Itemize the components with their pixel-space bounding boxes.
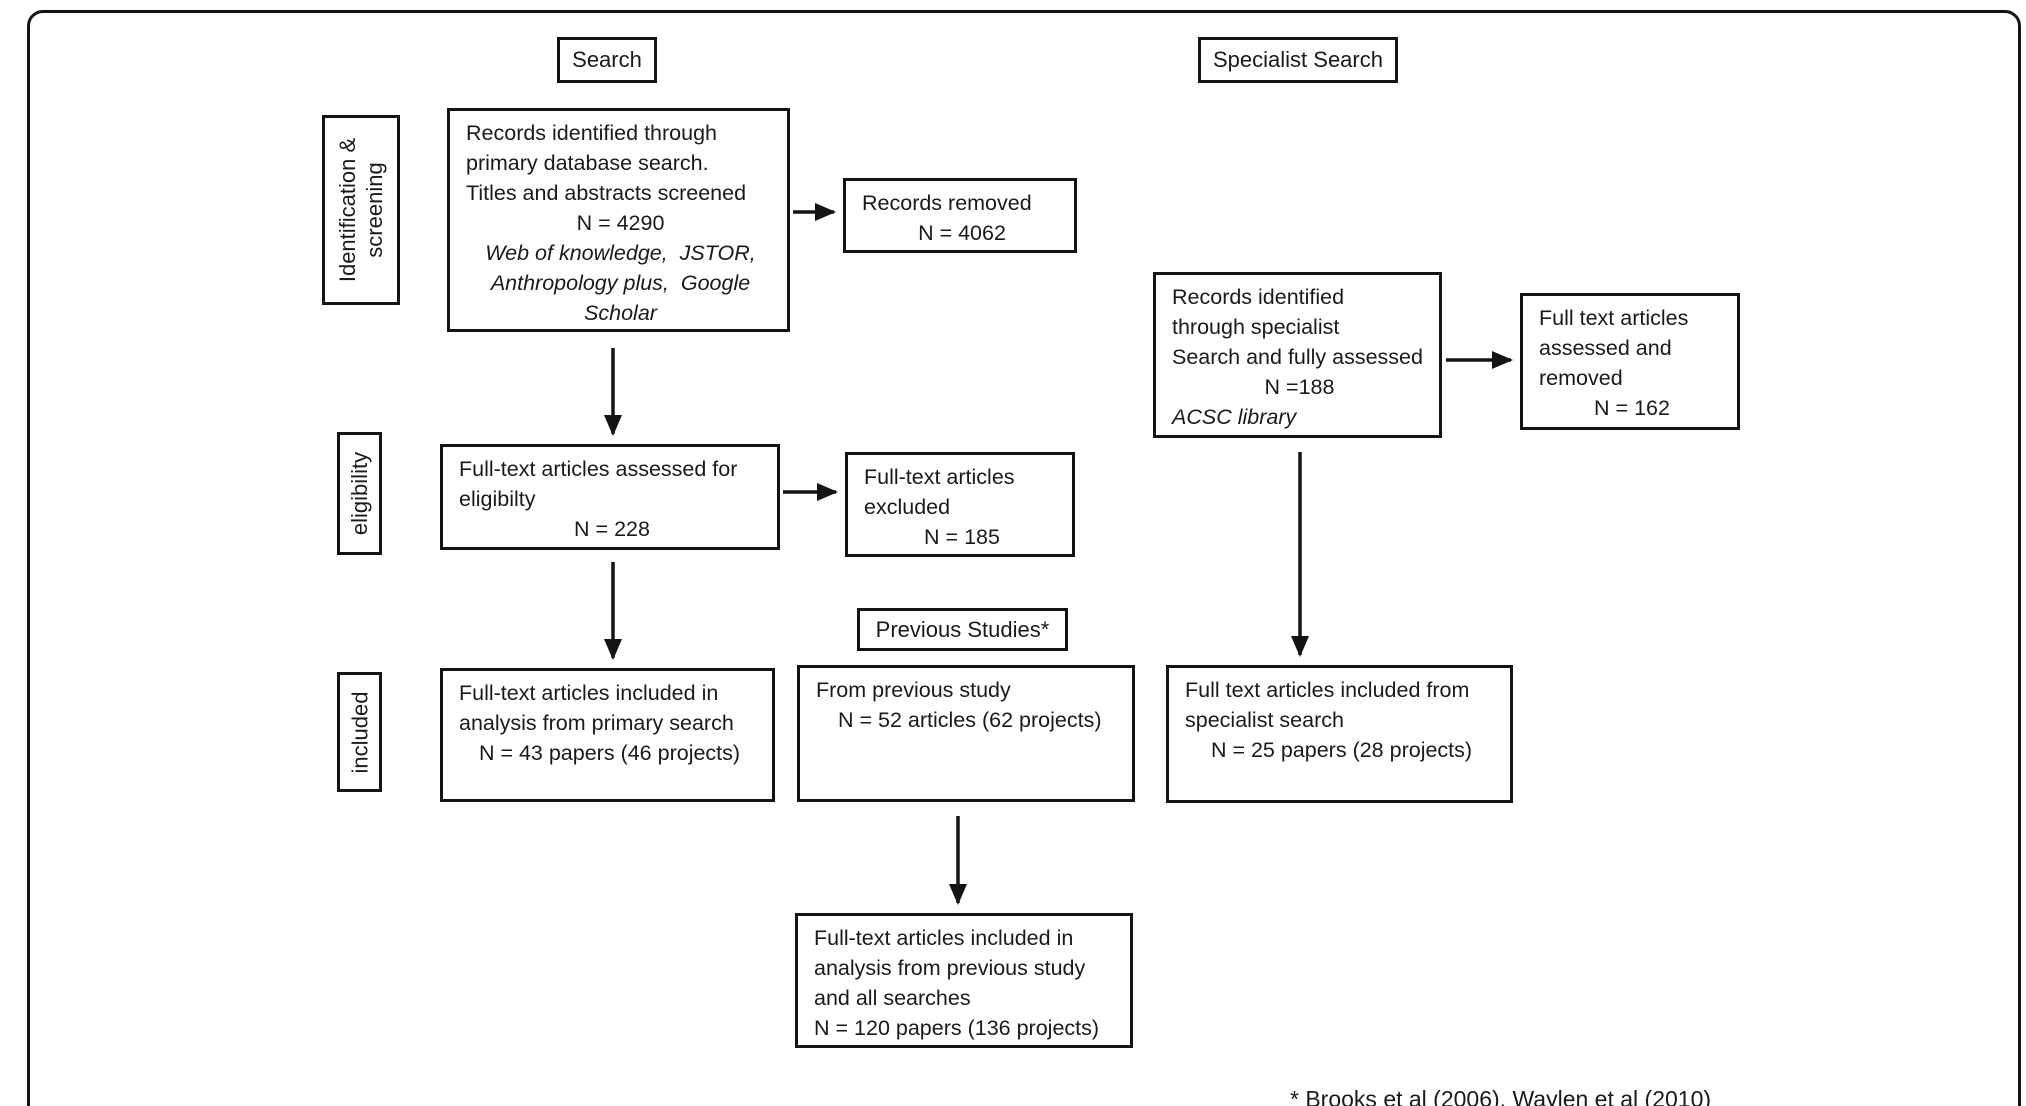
box-primary-records-sources: Anthropology plus, Google [490, 271, 751, 295]
box-specialist-records-source: ACSC library [1172, 405, 1297, 429]
box-final-included-line: Full-text articles included in [814, 926, 1074, 950]
box-specialist-included-line: Full text articles included from [1185, 678, 1470, 702]
box-specialist-included: Full text articles included from special… [1166, 665, 1513, 803]
box-specialist-records-line: through specialist [1172, 315, 1340, 339]
box-specialist-included-count: N = 25 papers (28 projects) [1210, 738, 1473, 762]
box-specialist-records-count: N =188 [1264, 375, 1335, 399]
column-header-specialist-search: Specialist Search [1198, 37, 1398, 83]
box-primary-records: Records identified through primary datab… [447, 108, 790, 332]
figure-border [27, 10, 2021, 1106]
column-header-search-label: Search [572, 47, 642, 72]
box-specialist-records-line: Records identified [1172, 285, 1345, 309]
box-specialist-records: Records identified through specialist Se… [1153, 272, 1442, 438]
box-primary-records-sources: Scholar [584, 301, 657, 325]
box-primary-records-count: N = 4290 [576, 211, 665, 235]
box-primary-included-count: N = 43 papers (46 projects) [478, 741, 741, 765]
box-specialist-records-line: Search and fully assessed [1172, 345, 1423, 369]
stage-label-identification-screening-text: Identification & screening [334, 138, 388, 282]
box-specialist-removed-line: Full text articles [1539, 306, 1689, 330]
box-primary-records-line: Titles and abstracts screened [466, 181, 747, 205]
box-previous-study-line: From previous study [816, 678, 1011, 702]
column-header-specialist-search-label: Specialist Search [1213, 47, 1383, 72]
box-eligibility-assessed-line: Full-text articles assessed for [459, 457, 738, 481]
box-specialist-removed-line: removed [1539, 366, 1623, 390]
column-header-previous-studies-label: Previous Studies* [875, 616, 1050, 642]
stage-label-identification-screening: Identification & screening [322, 115, 400, 305]
box-final-included-line: and all searches [814, 986, 971, 1010]
box-final-included: Full-text articles included in analysis … [795, 913, 1133, 1048]
box-primary-records-sources: Web of knowledge, JSTOR, [485, 241, 756, 265]
box-primary-included-line: analysis from primary search [459, 711, 734, 735]
box-fulltext-excluded: Full-text articles excluded N = 185 [845, 452, 1075, 557]
stage-label-included-text: included [347, 691, 373, 773]
box-fulltext-excluded-count: N = 185 [924, 525, 1000, 549]
box-eligibility-assessed: Full-text articles assessed for eligibil… [440, 444, 780, 550]
stage-label-included: included [337, 672, 382, 792]
column-header-search: Search [557, 37, 657, 83]
box-eligibility-assessed-line: eligibilty [459, 487, 536, 511]
box-primary-included: Full-text articles included in analysis … [440, 668, 775, 802]
box-primary-records-line: primary database search. [466, 151, 709, 175]
footnote: * Brooks et al (2006), Waylen et al (201… [1290, 1086, 1712, 1106]
box-primary-included-line: Full-text articles included in [459, 681, 719, 705]
stage-label-identification-line1: Identification & [335, 137, 360, 283]
stage-label-eligibility-text: eligibility [347, 451, 372, 536]
stage-label-eligibility: eligibility [337, 432, 382, 555]
box-final-included-line: analysis from previous study [814, 956, 1086, 980]
box-fulltext-excluded-line: excluded [864, 495, 951, 519]
box-previous-study: From previous study N = 52 articles (62 … [797, 665, 1135, 802]
box-fulltext-excluded-line: Full-text articles [864, 465, 1015, 489]
box-specialist-removed: Full text articles assessed and removed … [1520, 293, 1740, 430]
box-previous-study-count: N = 52 articles (62 projects) [838, 708, 1102, 732]
box-final-included-count: N = 120 papers (136 projects) [814, 1016, 1100, 1040]
box-specialist-included-line: specialist search [1185, 708, 1344, 732]
stage-label-identification-line2: screening [362, 162, 387, 258]
box-specialist-removed-count: N = 162 [1594, 396, 1670, 420]
box-records-removed: Records removed N = 4062 [843, 178, 1077, 253]
box-primary-records-line: Records identified through [466, 121, 717, 145]
box-specialist-removed-line: assessed and [1539, 336, 1672, 360]
box-records-removed-count: N = 4062 [918, 221, 1006, 245]
column-header-previous-studies: Previous Studies* [857, 608, 1068, 651]
box-eligibility-assessed-count: N = 228 [574, 517, 650, 541]
box-records-removed-line: Records removed [862, 191, 1032, 215]
